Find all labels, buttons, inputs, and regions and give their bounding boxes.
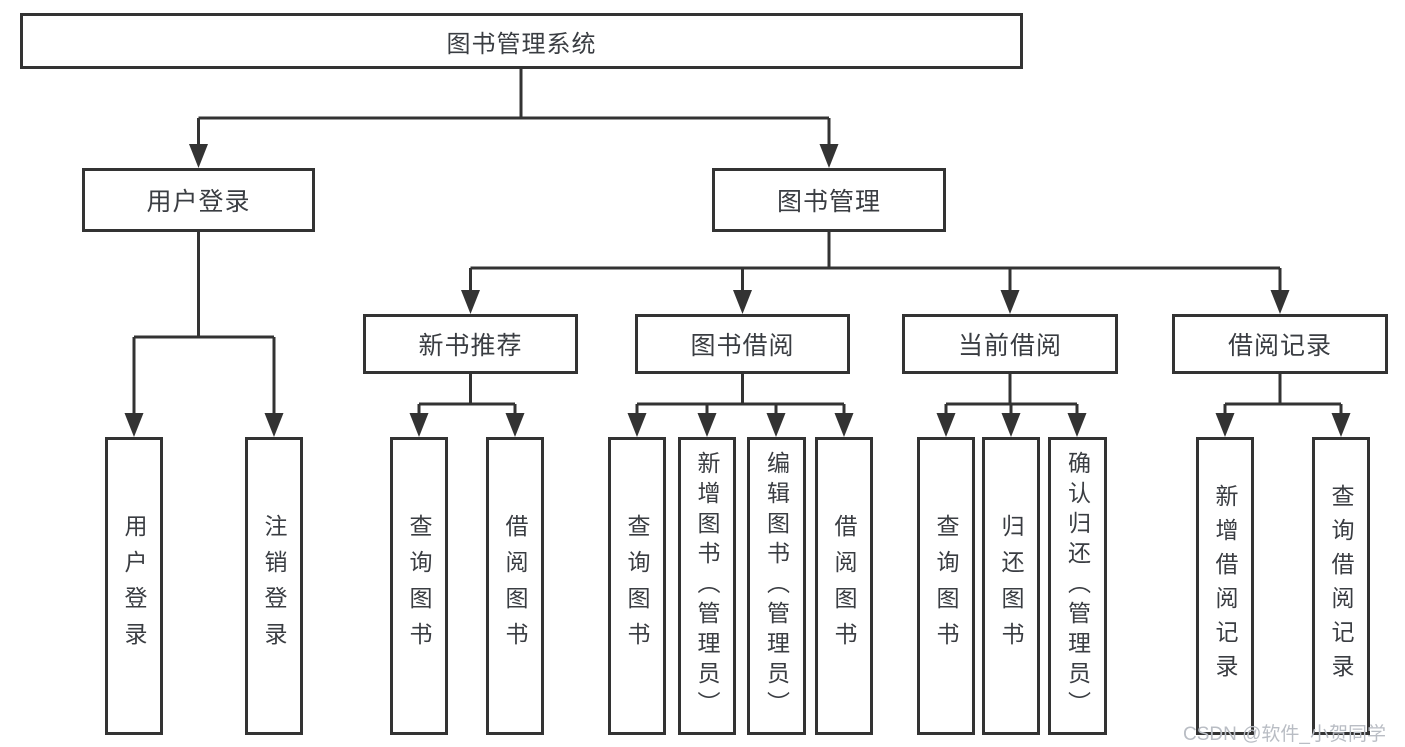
arrowhead <box>1067 413 1087 437</box>
node-new-book-recommend-label: 新书推荐 <box>418 332 523 360</box>
leaf-current-confirm-return-admin-label: 确认归还（管理员） <box>1064 451 1091 721</box>
leaf-current-return-label: 归还图书 <box>998 514 1024 658</box>
connector-current-borrow-to-leaves <box>936 374 1087 437</box>
arrowhead <box>936 413 956 437</box>
arrowhead <box>1270 290 1290 314</box>
arrowhead <box>505 413 525 437</box>
leaf-logout: 注销登录 <box>245 437 303 735</box>
node-current-borrow: 当前借阅 <box>902 314 1118 374</box>
leaf-current-query: 查询图书 <box>917 437 975 735</box>
watermark-text: CSDN @软件_小贺同学 <box>1183 724 1386 745</box>
arrowhead <box>189 144 208 168</box>
leaf-record-query: 查询借阅记录 <box>1312 437 1370 735</box>
leaf-bookborrow-edit-admin-label: 编辑图书（管理员） <box>763 451 790 721</box>
node-book-borrow-label: 图书借阅 <box>690 332 795 360</box>
node-book-management-label: 图书管理 <box>776 188 881 216</box>
arrowhead <box>627 413 647 437</box>
leaf-record-add: 新增借阅记录 <box>1196 437 1254 735</box>
arrowhead <box>124 413 144 437</box>
connector-book-management-to-level3 <box>461 232 1290 314</box>
connector-new-books-to-leaves <box>409 374 525 437</box>
arrowhead <box>264 413 284 437</box>
leaf-record-add-label: 新增借阅记录 <box>1212 484 1238 688</box>
arrowhead <box>461 290 480 314</box>
node-book-borrow: 图书借阅 <box>635 314 850 374</box>
leaf-logout-label: 注销登录 <box>261 514 287 658</box>
arrowhead <box>697 413 717 437</box>
leaf-newbooks-query-label: 查询图书 <box>406 514 432 658</box>
arrowhead <box>1331 413 1351 437</box>
leaf-newbooks-query: 查询图书 <box>390 437 448 735</box>
leaf-newbooks-borrow: 借阅图书 <box>486 437 544 735</box>
arrowhead <box>1000 290 1020 314</box>
node-borrow-record-label: 借阅记录 <box>1227 332 1332 360</box>
leaf-bookborrow-query: 查询图书 <box>608 437 666 735</box>
node-current-borrow-label: 当前借阅 <box>957 332 1062 360</box>
leaf-record-query-label: 查询借阅记录 <box>1328 484 1354 688</box>
leaf-bookborrow-add-admin-label: 新增图书（管理员） <box>694 451 720 721</box>
leaf-newbooks-borrow-label: 借阅图书 <box>502 514 528 658</box>
leaf-bookborrow-borrow-label: 借阅图书 <box>831 514 857 658</box>
node-root-label: 图书管理系统 <box>446 30 597 58</box>
node-new-book-recommend: 新书推荐 <box>363 314 578 374</box>
arrowhead <box>733 290 752 314</box>
arrowhead <box>1001 413 1021 437</box>
arrowhead <box>1215 413 1235 437</box>
arrowhead <box>766 413 786 437</box>
node-user-login: 用户登录 <box>82 168 315 232</box>
arrowhead <box>819 144 839 168</box>
leaf-user-login: 用户登录 <box>105 437 163 735</box>
leaf-bookborrow-edit-admin: 编辑图书（管理员） <box>747 437 806 735</box>
node-borrow-record: 借阅记录 <box>1172 314 1388 374</box>
connector-user-login-to-leaves <box>124 232 284 437</box>
leaf-current-confirm-return-admin: 确认归还（管理员） <box>1048 437 1107 735</box>
node-book-management: 图书管理 <box>712 168 946 232</box>
connector-root-to-level2 <box>189 68 839 168</box>
leaf-bookborrow-query-label: 查询图书 <box>624 514 650 658</box>
arrowhead <box>409 413 429 437</box>
arrowhead <box>834 413 854 437</box>
leaf-user-login-label: 用户登录 <box>121 514 147 658</box>
connector-borrow-record-to-leaves <box>1215 374 1351 437</box>
leaf-current-query-label: 查询图书 <box>933 514 959 658</box>
connector-book-borrow-to-leaves <box>627 374 854 437</box>
node-user-login-label: 用户登录 <box>146 188 251 216</box>
node-root: 图书管理系统 <box>20 13 1023 69</box>
leaf-bookborrow-add-admin: 新增图书（管理员） <box>678 437 736 735</box>
leaf-bookborrow-borrow: 借阅图书 <box>815 437 873 735</box>
leaf-current-return: 归还图书 <box>982 437 1040 735</box>
